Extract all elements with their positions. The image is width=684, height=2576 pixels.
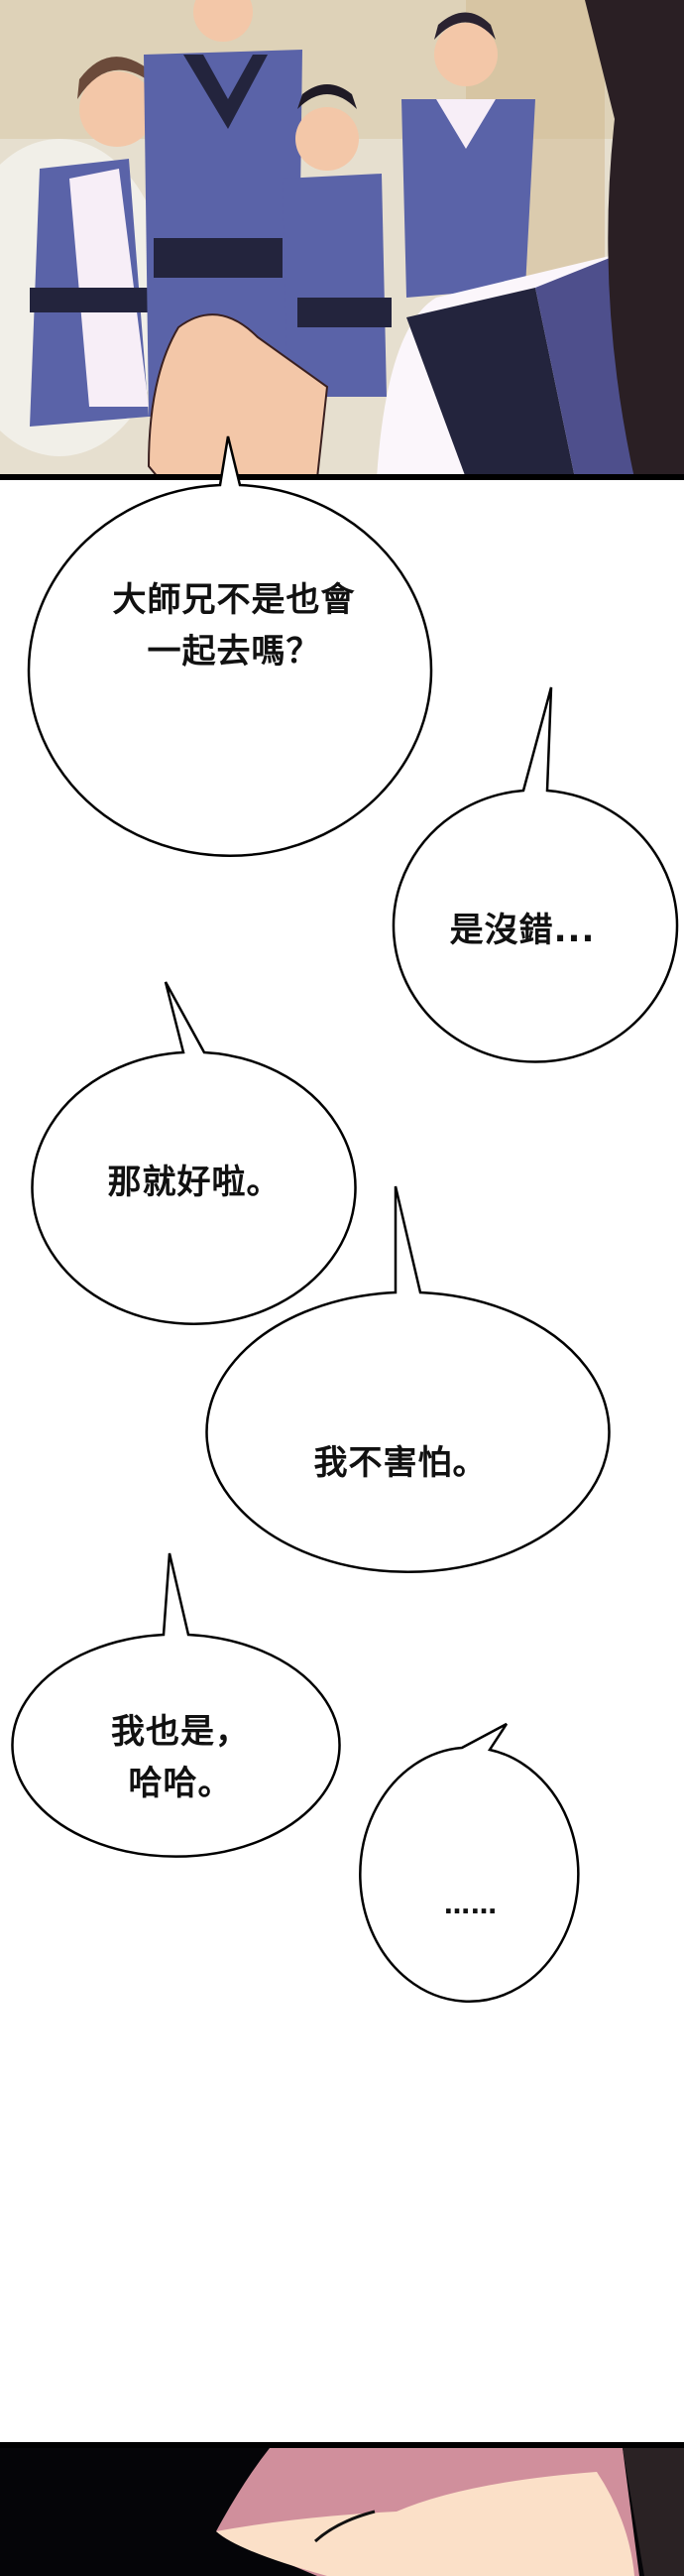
dialogue-line: 一起去嗎？ — [147, 632, 321, 672]
disciple-right — [401, 12, 535, 298]
speech-bubble-2 — [392, 686, 679, 1063]
speech-bubble-3 — [31, 981, 357, 1325]
dialogue-line: …… — [444, 1891, 498, 1920]
disciple-left — [30, 57, 155, 427]
dialogue-line: 我也是， — [111, 1712, 250, 1752]
dialogue-line: 那就好啦。 — [107, 1163, 282, 1202]
speech-bubble-1 — [27, 435, 433, 858]
dialogue-line: 哈哈。 — [128, 1764, 233, 1803]
speech-bubble-5 — [11, 1552, 341, 1858]
panel-disciples-scene — [0, 0, 684, 480]
speech-bubble-6 — [359, 1722, 580, 2003]
speech-bubble-4-text: 我不害怕。 — [314, 1437, 488, 1489]
speech-bubble-2-text: 是沒錯... — [450, 905, 596, 956]
speech-bubble-4 — [205, 1185, 611, 1573]
dialogue-line: 我不害怕。 — [313, 1443, 488, 1483]
dialogue-line: 是沒錯... — [449, 911, 596, 950]
panel-closeup-face — [0, 2442, 684, 2576]
eye-line — [313, 2510, 376, 2543]
speech-bubble-1-text: 大師兄不是也會 一起去嗎？ — [113, 574, 356, 677]
foreground-hand — [147, 313, 329, 479]
disciple-middle — [283, 84, 392, 397]
speech-bubble-3-text: 那就好啦。 — [108, 1157, 282, 1208]
speech-bubble-5-text: 我也是， 哈哈。 — [111, 1706, 250, 1809]
dialogue-line: 大師兄不是也會 — [112, 580, 356, 620]
speech-bubble-6-text: …… — [444, 1880, 498, 1931]
